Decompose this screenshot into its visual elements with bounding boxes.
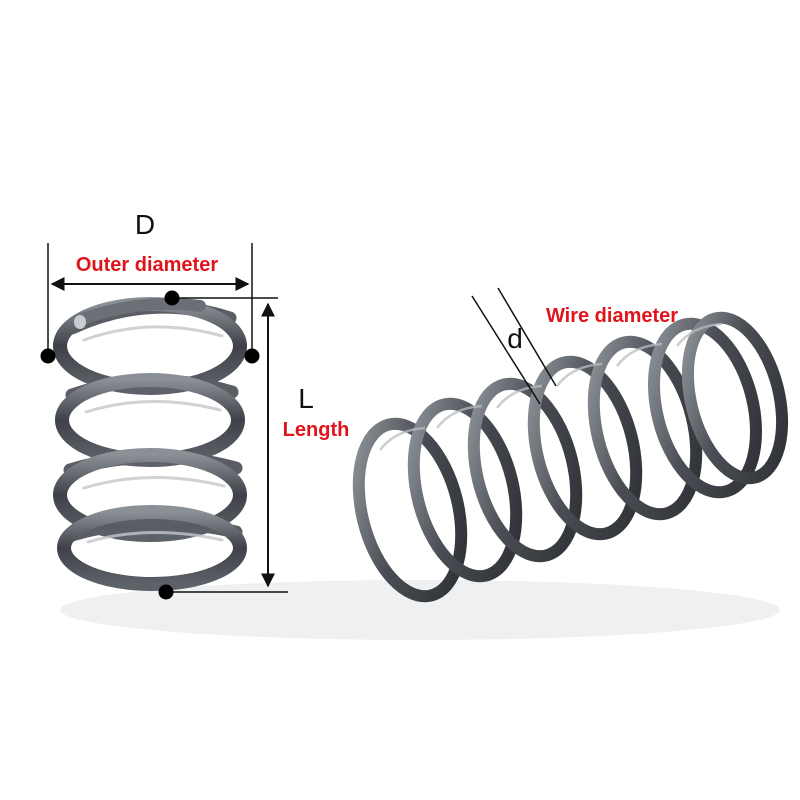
length-symbol: L [298,383,314,414]
outer-diameter-symbol: D [135,209,155,240]
right-spring-highlight [436,404,483,429]
marker-dot-left [40,348,56,364]
marker-dot-top [164,290,180,306]
marker-dot-bottom [158,584,174,600]
right-spring-coil [647,317,763,499]
right-spring-coil [467,377,583,563]
right-spring-highlight [676,322,723,347]
wire-diameter-dimension: d Wire diameter [471,287,678,405]
floor-shadow [60,580,780,640]
left-spring-coil [53,448,247,542]
right-spring-highlight [379,426,426,451]
left-spring-wire-end-face [74,315,86,329]
left-spring-highlight [82,325,224,342]
left-spring-highlight [84,400,222,414]
right-spring-coil [352,417,468,603]
wire-diameter-symbol: d [507,323,523,354]
left-spring-highlight [86,531,224,544]
length-caption: Length [283,419,350,441]
wire-diameter-extension-right [497,287,557,387]
right-spring-highlight [556,362,603,387]
left-spring-bottom-coil [57,505,247,591]
marker-dot-right [244,348,260,364]
right-compression-spring [352,311,789,603]
right-spring-end-coil [681,311,789,485]
outer-diameter-dimension: D Outer diameter [47,209,253,356]
length-dimension: L Length [166,297,350,593]
left-spring-wire-end [74,297,206,326]
right-spring-coil [407,397,523,583]
wire-diameter-extension-left [471,295,541,405]
left-compression-spring [53,297,247,591]
right-spring-highlight [496,384,543,409]
left-spring-highlight [82,476,226,490]
outer-diameter-caption: Outer diameter [76,254,218,276]
right-spring-coil [527,355,643,541]
right-spring-highlight [616,342,663,367]
wire-diameter-caption: Wire diameter [546,305,678,327]
measurement-markers [40,290,260,600]
